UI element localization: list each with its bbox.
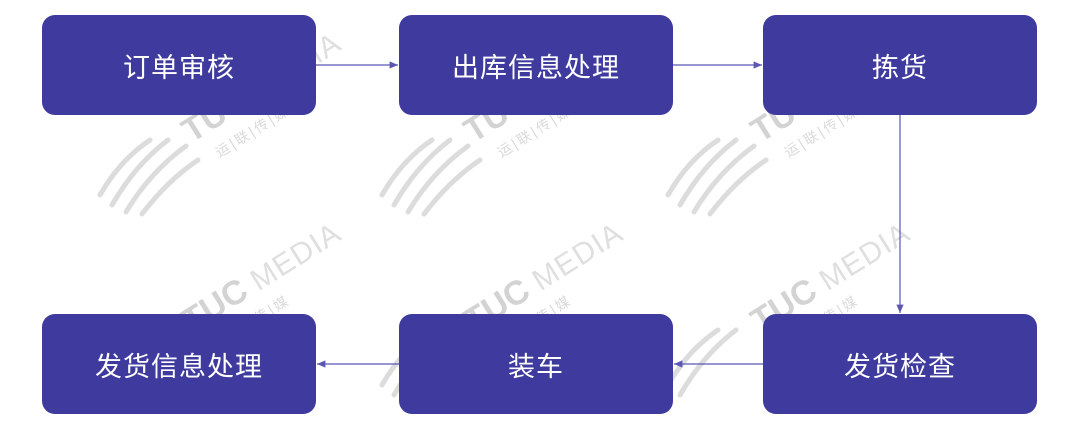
node-shipment-info-processing: 发货信息处理: [42, 314, 316, 414]
node-picking: 拣货: [763, 15, 1037, 115]
node-loading: 装车: [399, 314, 673, 414]
node-label: 发货检查: [844, 351, 956, 383]
node-label: 订单审核: [123, 52, 235, 84]
watermark-logo-icon: [97, 137, 201, 217]
node-label: 装车: [508, 351, 564, 383]
node-shipment-check: 发货检查: [763, 314, 1037, 414]
node-order-review: 订单审核: [42, 15, 316, 115]
node-label: 拣货: [872, 52, 928, 84]
node-label: 出库信息处理: [452, 52, 620, 84]
watermark-logo-icon: [379, 137, 483, 217]
node-outbound-processing: 出库信息处理: [399, 15, 673, 115]
watermark-logo-icon: [665, 137, 769, 217]
node-label: 发货信息处理: [95, 351, 263, 383]
